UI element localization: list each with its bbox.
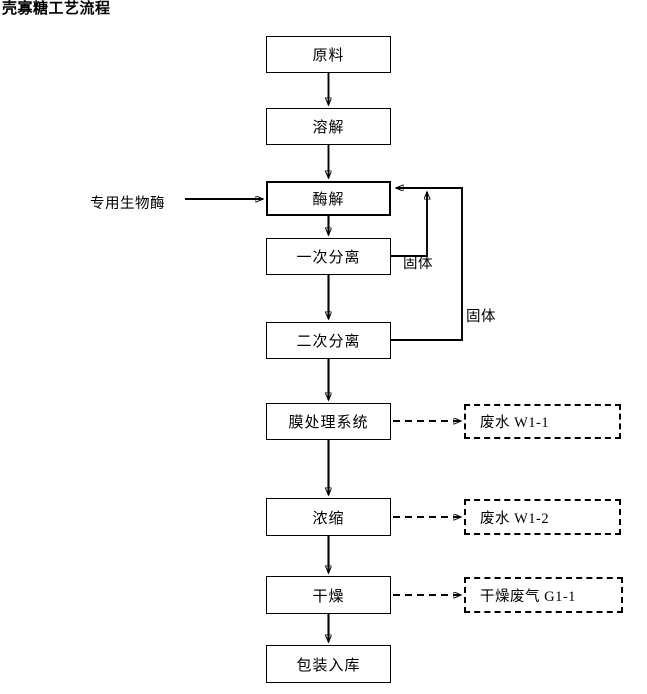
page-title: 壳寡糖工艺流程 — [2, 1, 111, 17]
connector-first-separation-solid-recycle — [391, 192, 427, 257]
node-membrane-system[interactable]: 膜处理系统 — [266, 403, 391, 440]
emission-label: 废水 W1-1 — [480, 415, 550, 431]
node-label: 干燥 — [312, 588, 345, 605]
node-label: 一次分离 — [296, 250, 361, 266]
label-solid-recycle-second: 固体 — [466, 309, 496, 325]
node-label: 酶解 — [312, 192, 345, 208]
node-drying[interactable]: 干燥 — [266, 576, 391, 614]
node-dissolution[interactable]: 溶解 — [266, 108, 391, 145]
node-label: 溶解 — [312, 120, 345, 136]
node-first-separation[interactable]: 一次分离 — [266, 238, 391, 275]
emission-wastewater-w1-2[interactable]: 废水 W1-2 — [464, 499, 621, 535]
node-concentration[interactable]: 浓缩 — [266, 498, 391, 536]
label-solid-recycle-first: 固体 — [403, 256, 433, 272]
emission-exhaust-g1-1[interactable]: 干燥废气 G1-1 — [464, 577, 623, 613]
node-raw-material[interactable]: 原料 — [266, 36, 391, 73]
emission-label: 废水 W1-2 — [480, 510, 550, 527]
emission-wastewater-w1-1[interactable]: 废水 W1-1 — [464, 404, 621, 439]
node-label: 二次分离 — [296, 334, 361, 350]
node-enzymatic-hydrolysis[interactable]: 酶解 — [266, 181, 391, 216]
node-packaging-storage[interactable]: 包装入库 — [266, 645, 391, 683]
label-enzyme-input: 专用生物酶 — [90, 196, 165, 212]
node-label: 原料 — [312, 48, 345, 64]
emission-label: 干燥废气 G1-1 — [480, 588, 576, 605]
node-label: 浓缩 — [312, 510, 345, 527]
node-label: 包装入库 — [296, 657, 361, 674]
node-label: 膜处理系统 — [288, 415, 369, 431]
node-second-separation[interactable]: 二次分离 — [266, 322, 391, 359]
